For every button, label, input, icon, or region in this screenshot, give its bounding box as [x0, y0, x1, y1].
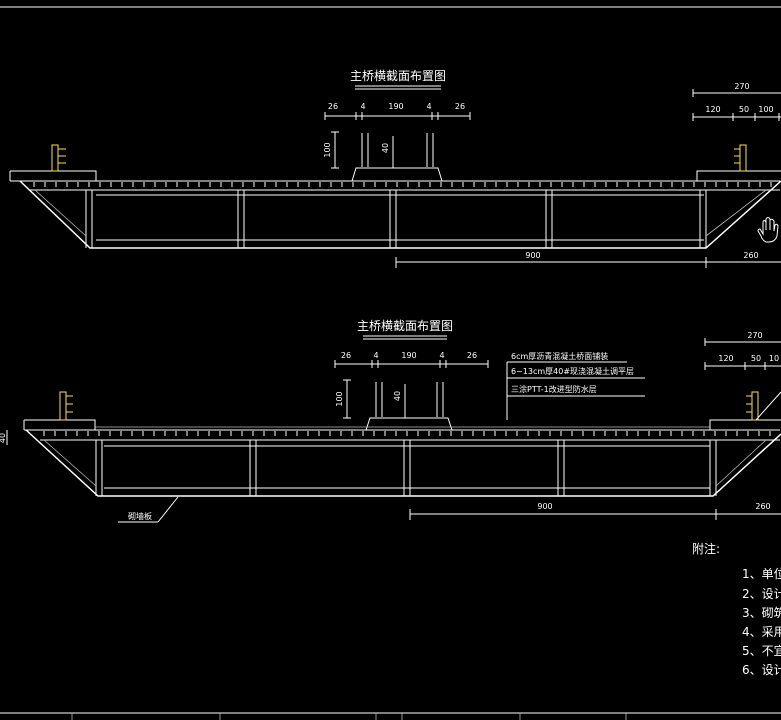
dim-top-190: 190	[388, 102, 403, 111]
dim-right-120-top: 120	[705, 105, 720, 114]
dim-right-270-top: 270	[734, 82, 749, 91]
dim2-top-190: 190	[401, 351, 416, 360]
note-6: 6、设计桥	[742, 663, 781, 677]
dim-top-26-left: 26	[328, 102, 338, 111]
rebar-ticks-top	[33, 182, 772, 187]
dim-top-100: 100	[323, 142, 332, 157]
dim2-top-26-left: 26	[341, 351, 351, 360]
note-2: 2、设计荷	[742, 587, 781, 601]
note-3: 3、砌筑块	[742, 605, 781, 620]
layer-label-2: 6~13cm厚40#现浇混凝土调平层	[511, 366, 634, 376]
note-4: 4、采用跌	[742, 624, 781, 639]
dim-top-4-right: 4	[426, 102, 431, 111]
dim-right-50-top: 50	[739, 105, 749, 114]
dim-top-40: 40	[381, 143, 390, 153]
median-barrier-top	[351, 133, 443, 182]
rebar-ticks-bottom	[43, 431, 771, 436]
dim2-right-10: 10	[769, 354, 779, 363]
dim-top-26-right: 26	[455, 102, 465, 111]
dim-top-4-left: 4	[360, 102, 365, 111]
dim2-bottom-900: 900	[537, 502, 552, 511]
median-barrier-bottom	[365, 382, 453, 431]
railing-right-bottom	[746, 391, 759, 421]
dim2-right-120: 120	[718, 354, 733, 363]
railing-left-top	[51, 144, 66, 172]
notes: 附注: 1、单位: 2、设计荷 3、砌筑块 4、采用跌 5、不宜大 6、设计桥	[692, 541, 781, 677]
dim-bottom-900-top: 900	[525, 251, 540, 260]
layer-label-3: 三涂PTT-1改进型防水层	[511, 384, 597, 394]
note-1: 1、单位:	[742, 566, 781, 581]
dim2-side-40: 40	[0, 433, 7, 443]
section-bottom: 主桥横截面布置图 26 4 190 4 26 100 40 6cm厚沥青混凝土桥…	[0, 319, 781, 523]
dim2-40: 40	[393, 391, 402, 401]
dim2-bottom-260: 260	[755, 502, 770, 511]
section-top-title: 主桥横截面布置图	[350, 69, 446, 83]
dim2-top-4-left: 4	[373, 351, 378, 360]
note-5: 5、不宜大	[742, 643, 781, 658]
dim2-100: 100	[335, 391, 344, 406]
dim-bottom-260-top: 260	[743, 251, 758, 260]
section-bottom-title: 主桥横截面布置图	[357, 319, 453, 333]
callout-label: 砌墙板	[128, 511, 152, 521]
railing-right-top	[734, 144, 747, 172]
hand-cursor-icon	[757, 217, 779, 243]
dim2-right-270: 270	[747, 331, 762, 340]
dim-right-100-top: 100	[758, 105, 773, 114]
layer-label-1: 6cm厚沥青混凝土桥面铺装	[511, 351, 608, 361]
webs-top	[85, 190, 707, 248]
dim2-top-4-right: 4	[439, 351, 444, 360]
dim2-right-50: 50	[751, 354, 761, 363]
dim2-top-26-right: 26	[467, 351, 477, 360]
title-block-ticks	[71, 713, 627, 720]
webs-bottom	[95, 440, 717, 496]
section-top: 主桥横截面布置图 26 4 190 4 26 100 40	[9, 69, 781, 268]
notes-heading: 附注:	[692, 541, 720, 556]
railing-left-bottom	[59, 391, 73, 421]
